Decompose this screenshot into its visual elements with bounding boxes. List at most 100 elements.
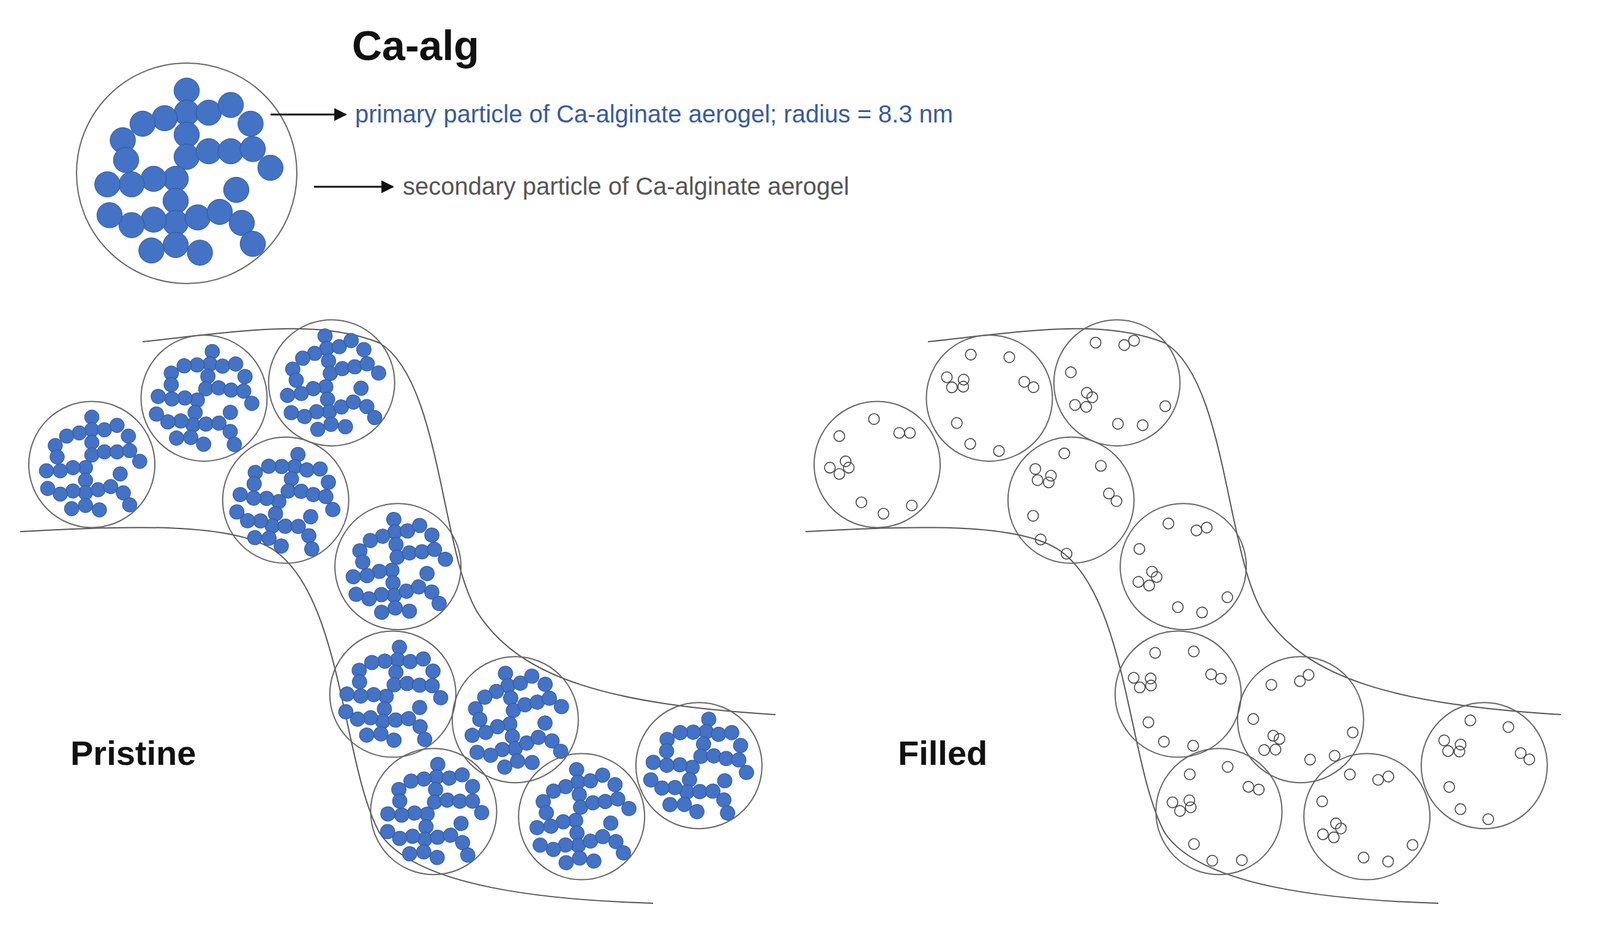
primary-particle <box>59 428 75 444</box>
empty-pore <box>1462 712 1478 728</box>
primary-particle <box>302 539 321 558</box>
primary-particle <box>424 527 441 543</box>
empty-pore <box>1030 472 1046 488</box>
primary-particle <box>282 404 300 422</box>
primary-particle <box>309 421 327 438</box>
primary-particle <box>238 110 264 136</box>
primary-particle <box>246 528 264 546</box>
primary-particle <box>411 517 428 534</box>
empty-pore <box>1001 349 1017 365</box>
primary-particle <box>523 753 541 771</box>
secondary-particle-outline <box>1421 702 1548 829</box>
empty-pore <box>1043 467 1059 483</box>
empty-pore <box>1263 676 1279 692</box>
primary-particle <box>345 393 362 411</box>
empty-pore <box>1016 374 1032 390</box>
empty-pore <box>1161 516 1175 530</box>
primary-particle <box>468 743 486 761</box>
secondary-particle-outline <box>1115 631 1242 758</box>
empty-pore <box>1026 379 1042 395</box>
secondary-particle <box>1301 753 1430 885</box>
empty-pore <box>1315 826 1330 841</box>
primary-particle <box>140 206 166 232</box>
band-outline <box>20 527 654 903</box>
primary-particle <box>195 138 221 164</box>
leader-arrow <box>270 113 346 116</box>
secondary-particle <box>268 319 395 446</box>
secondary-particle <box>28 400 155 528</box>
primary-particle <box>530 728 548 746</box>
primary-particle <box>379 823 396 840</box>
empty-pore <box>963 347 979 362</box>
secondary-particle-outline <box>1303 753 1430 880</box>
empty-pore <box>1027 460 1043 477</box>
primary-particle <box>140 165 166 191</box>
primary-particle <box>64 501 79 516</box>
primary-particle <box>661 795 679 813</box>
empty-pore <box>878 508 890 520</box>
primary-particle <box>227 502 246 521</box>
primary-particle <box>148 405 165 422</box>
empty-pore <box>856 497 868 509</box>
primary-particle <box>385 731 403 748</box>
primary-particle <box>162 375 180 393</box>
primary-particle <box>716 771 734 789</box>
empty-pore <box>962 436 978 452</box>
primary-particle <box>657 741 676 759</box>
state-label: Pristine <box>70 733 196 773</box>
primary-particle <box>538 804 555 821</box>
primary-particle <box>402 653 419 670</box>
primary-particle <box>138 237 165 263</box>
secondary-particle <box>220 433 353 566</box>
empty-pore <box>1271 730 1287 746</box>
primary-particle <box>552 697 570 715</box>
primary-particle <box>429 848 445 865</box>
primary-particle <box>437 550 454 567</box>
primary-particle <box>657 756 676 774</box>
empty-pore <box>833 468 845 480</box>
primary-particle <box>65 483 81 499</box>
primary-particle <box>92 502 108 518</box>
empty-pore <box>1480 811 1496 826</box>
primary-particle <box>243 394 261 412</box>
secondary-particle <box>814 400 941 528</box>
primary-particle <box>594 766 611 783</box>
secondary-particle <box>329 631 457 758</box>
empty-pore <box>1186 738 1201 753</box>
primary-particle <box>391 792 408 809</box>
primary-particle <box>288 371 305 389</box>
primary-particle <box>355 553 371 570</box>
primary-particle <box>222 403 239 421</box>
primary-particle <box>373 604 390 621</box>
empty-pore <box>1156 734 1171 749</box>
title: Ca-alg <box>351 21 480 70</box>
primary-particle <box>50 449 65 464</box>
primary-particle <box>414 650 432 668</box>
empty-pore <box>1252 782 1266 796</box>
empty-pore <box>833 430 845 442</box>
primary-particle <box>96 202 122 228</box>
empty-pore <box>843 462 855 474</box>
primary-particle <box>162 165 188 191</box>
primary-particle <box>319 473 338 491</box>
empty-pore <box>1132 680 1147 695</box>
primary-particle <box>361 590 378 607</box>
empty-pore <box>1265 727 1281 743</box>
empty-pore <box>1182 793 1196 807</box>
empty-pore <box>1453 801 1468 816</box>
primary-particle <box>113 147 139 173</box>
empty-pore <box>1068 397 1083 412</box>
primary-particle <box>594 828 611 845</box>
primary-particle <box>411 699 428 716</box>
empty-pore <box>1221 760 1234 774</box>
empty-pore <box>1256 742 1272 758</box>
primary-particle <box>151 105 177 131</box>
primary-particle <box>688 802 706 820</box>
secondary-particle <box>1409 693 1548 834</box>
empty-pore <box>1342 767 1357 782</box>
primary-particle <box>416 843 433 860</box>
secondary-particle <box>452 654 581 783</box>
empty-pore <box>1079 399 1094 414</box>
primary-particle <box>97 422 113 438</box>
